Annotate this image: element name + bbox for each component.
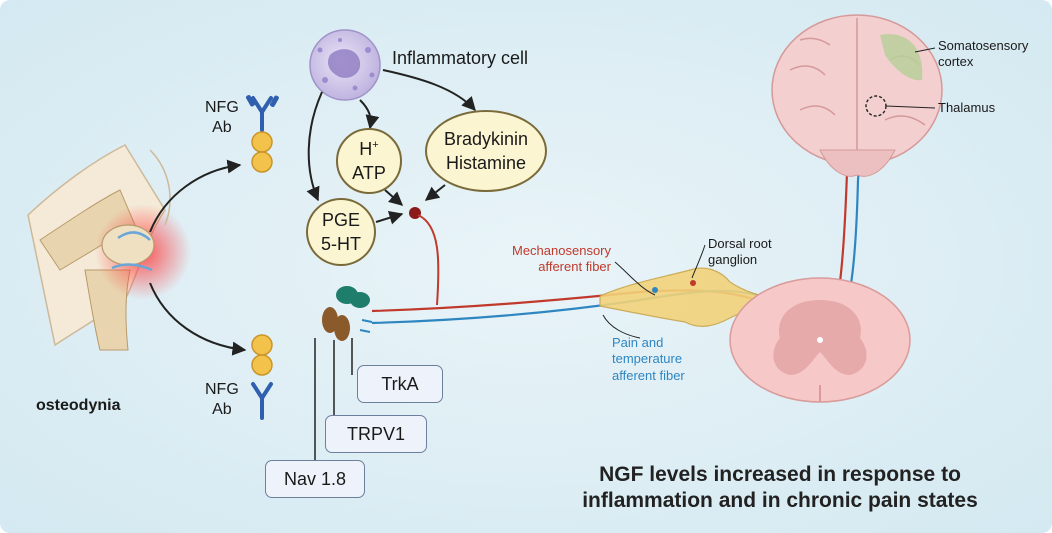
knee-to-antibody-bottom-arrow xyxy=(149,282,247,356)
antibody-top-line2: Ab xyxy=(212,119,232,136)
mechanosensory-leader xyxy=(614,261,656,296)
antibody-bottom-label: NFG Ab xyxy=(205,380,239,420)
cell-to-pge-arrow xyxy=(306,91,323,202)
caption-line1: NGF levels increased in response to xyxy=(599,463,961,486)
inflammatory-cell-icon xyxy=(309,29,381,101)
mechanosensory-line2: afferent fiber xyxy=(538,259,611,275)
nociceptor-terminal-dot xyxy=(409,207,421,219)
pain-temp-line1: Pain and xyxy=(612,335,664,350)
h-to-terminal-arrow xyxy=(384,189,404,206)
receptor-complex-icon xyxy=(322,286,373,341)
thalamus-label: Thalamus xyxy=(938,100,996,115)
pain-temp-line2: temperature xyxy=(612,351,683,367)
somatosensory-line2: cortex xyxy=(938,54,974,70)
knee-illustration xyxy=(27,144,191,351)
antibody-bottom-line1: NFG xyxy=(205,381,239,398)
h-atp-line1: H+ xyxy=(359,137,378,161)
caption-title: NGF levels increased in response to infl… xyxy=(560,462,1000,515)
h-atp-node: H+ ATP xyxy=(336,128,402,194)
caption-line2: inflammation and in chronic pain states xyxy=(582,489,978,513)
drg-label: Dorsal root ganglion xyxy=(708,236,772,269)
antibody-top-icon xyxy=(246,95,279,173)
h-atp-line2: ATP xyxy=(352,163,386,183)
bradykinin-to-terminal-arrow xyxy=(424,184,446,201)
drg-line2: ganglion xyxy=(708,252,758,268)
antibody-top-label: NFG Ab xyxy=(205,98,239,138)
bradykinin-line1: Bradykinin xyxy=(443,128,529,149)
condition-label: osteodynia xyxy=(36,397,121,414)
drg-leader xyxy=(691,244,706,279)
pain-temp-label: Pain and temperature afferent fiber xyxy=(612,335,685,384)
mechanosensory-label: Mechanosensory afferent fiber xyxy=(512,243,611,276)
knee-to-antibody-top-arrow xyxy=(149,159,242,233)
trka-box: TrkA xyxy=(357,365,443,403)
mechanosensory-line1: Mechanosensory xyxy=(512,243,611,258)
somatosensory-leader xyxy=(914,47,936,53)
cell-to-bradykinin-arrow xyxy=(382,69,476,112)
antibody-top-line1: NFG xyxy=(205,99,239,116)
h-label: H xyxy=(359,138,373,159)
pge-5ht-node: PGE 5-HT xyxy=(306,198,376,266)
trpv1-box: TRPV1 xyxy=(325,415,427,453)
somatosensory-label: Somatosensory cortex xyxy=(938,38,1028,71)
antibody-bottom-line2: Ab xyxy=(212,401,232,418)
spinal-cord-icon xyxy=(729,277,911,403)
pge-line2: 5-HT xyxy=(321,234,361,254)
somatosensory-line1: Somatosensory xyxy=(938,38,1029,53)
pain-temp-line3: afferent fiber xyxy=(612,367,685,383)
plus-superscript: + xyxy=(372,138,379,151)
cell-to-h-arrow xyxy=(359,99,380,130)
nav-box: Nav 1.8 xyxy=(265,460,365,498)
thalamus-leader xyxy=(885,105,936,109)
pain-temp-leader xyxy=(602,314,641,339)
inflammatory-cell-label: Inflammatory cell xyxy=(392,48,529,68)
drg-line1: Dorsal root xyxy=(708,236,772,251)
terminal-axon xyxy=(417,214,440,306)
bradykinin-line2: Histamine xyxy=(445,153,527,173)
antibody-bottom-icon xyxy=(251,334,273,420)
brain-icon xyxy=(771,14,943,177)
pge-line1: PGE xyxy=(321,209,360,230)
bradykinin-histamine-node: Bradykinin Histamine xyxy=(425,110,547,192)
pge-to-terminal-arrow xyxy=(375,211,404,225)
